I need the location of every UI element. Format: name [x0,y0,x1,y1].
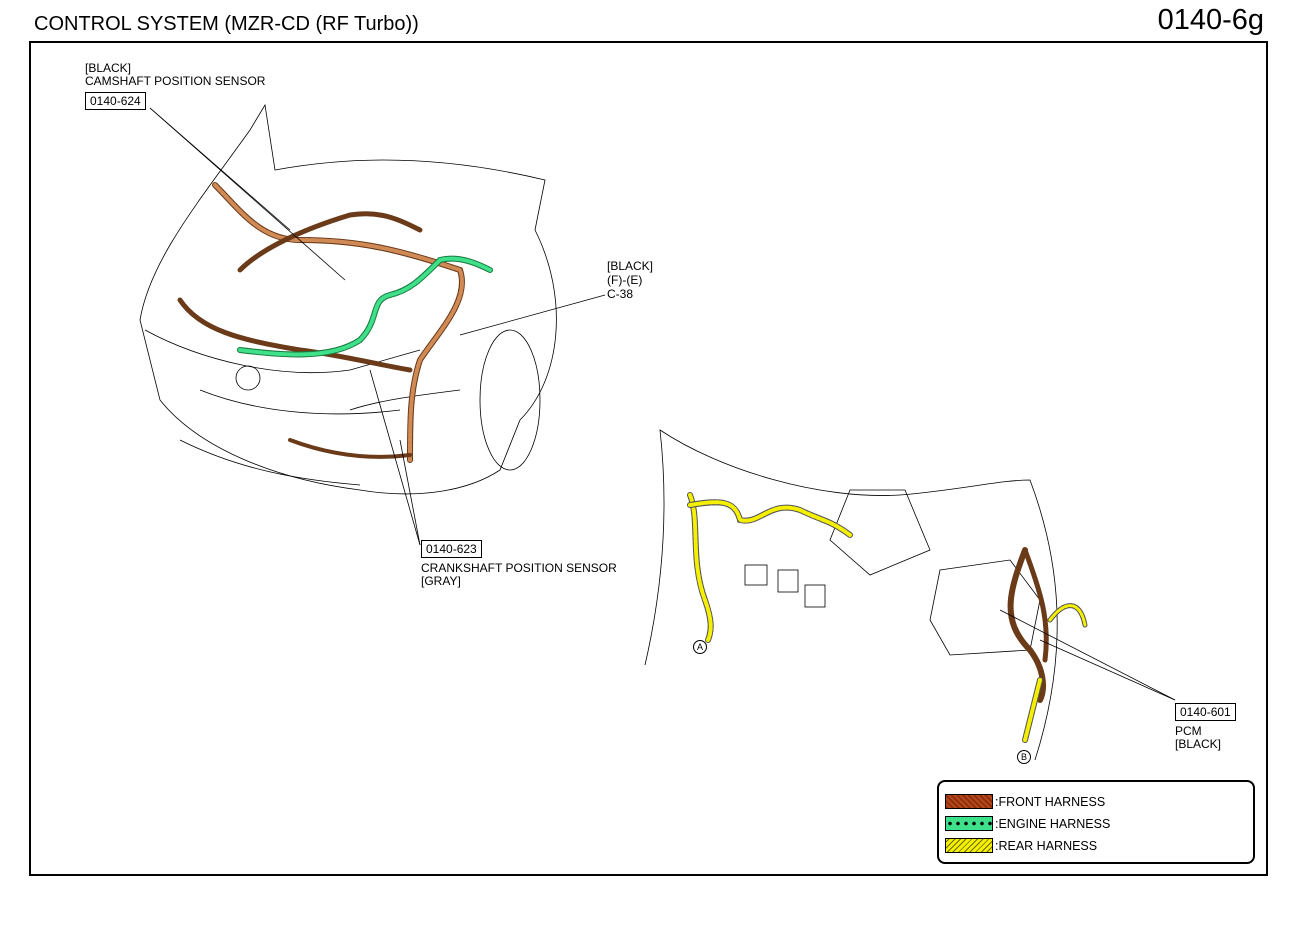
pcm-code: 0140-601 [1175,703,1236,721]
crankshaft-code: 0140-623 [421,540,482,558]
crankshaft-name-label: CRANKSHAFT POSITION SENSOR [421,561,617,575]
page-title: CONTROL SYSTEM (MZR-CD (RF Turbo)) [34,13,419,35]
pcm-name-label: PCM [1175,724,1202,738]
diagram-frame [29,41,1268,876]
camshaft-code: 0140-624 [85,92,146,110]
connector-code-label: C-38 [607,287,634,301]
connection-marker-a: A [693,640,707,654]
leader-lines [149,107,1176,701]
rear-harness [687,492,1088,743]
legend-label: :REAR HARNESS [995,838,1098,853]
connector-pins-label: (F)-(E) [607,273,643,287]
legend-label: :ENGINE HARNESS [995,816,1111,831]
front-harness [177,182,1049,703]
page-number: 0140-6g [1157,4,1264,36]
pcm-color-label: [BLACK] [1175,737,1222,751]
engine-harness-swatch [945,816,993,831]
legend-item-rear: :REAR HARNESS [945,838,1097,853]
camshaft-color-label: [BLACK] [85,61,132,75]
front-harness-swatch [945,794,993,809]
crankshaft-color-label: [GRAY] [421,574,461,588]
engine-harness [237,255,493,358]
legend-label: :FRONT HARNESS [995,794,1106,809]
engine-bay-outline [139,103,557,495]
connector-color-label: [BLACK] [607,259,654,273]
camshaft-name-label: CAMSHAFT POSITION SENSOR [85,74,266,88]
cabin-outline [644,429,1058,761]
rear-harness-swatch [945,838,993,853]
connection-marker-b: B [1017,750,1031,764]
legend-item-front: :FRONT HARNESS [945,794,1105,809]
harness-legend: :FRONT HARNESS :ENGINE HARNESS :REAR HAR… [937,780,1255,864]
legend-item-engine: :ENGINE HARNESS [945,816,1110,831]
